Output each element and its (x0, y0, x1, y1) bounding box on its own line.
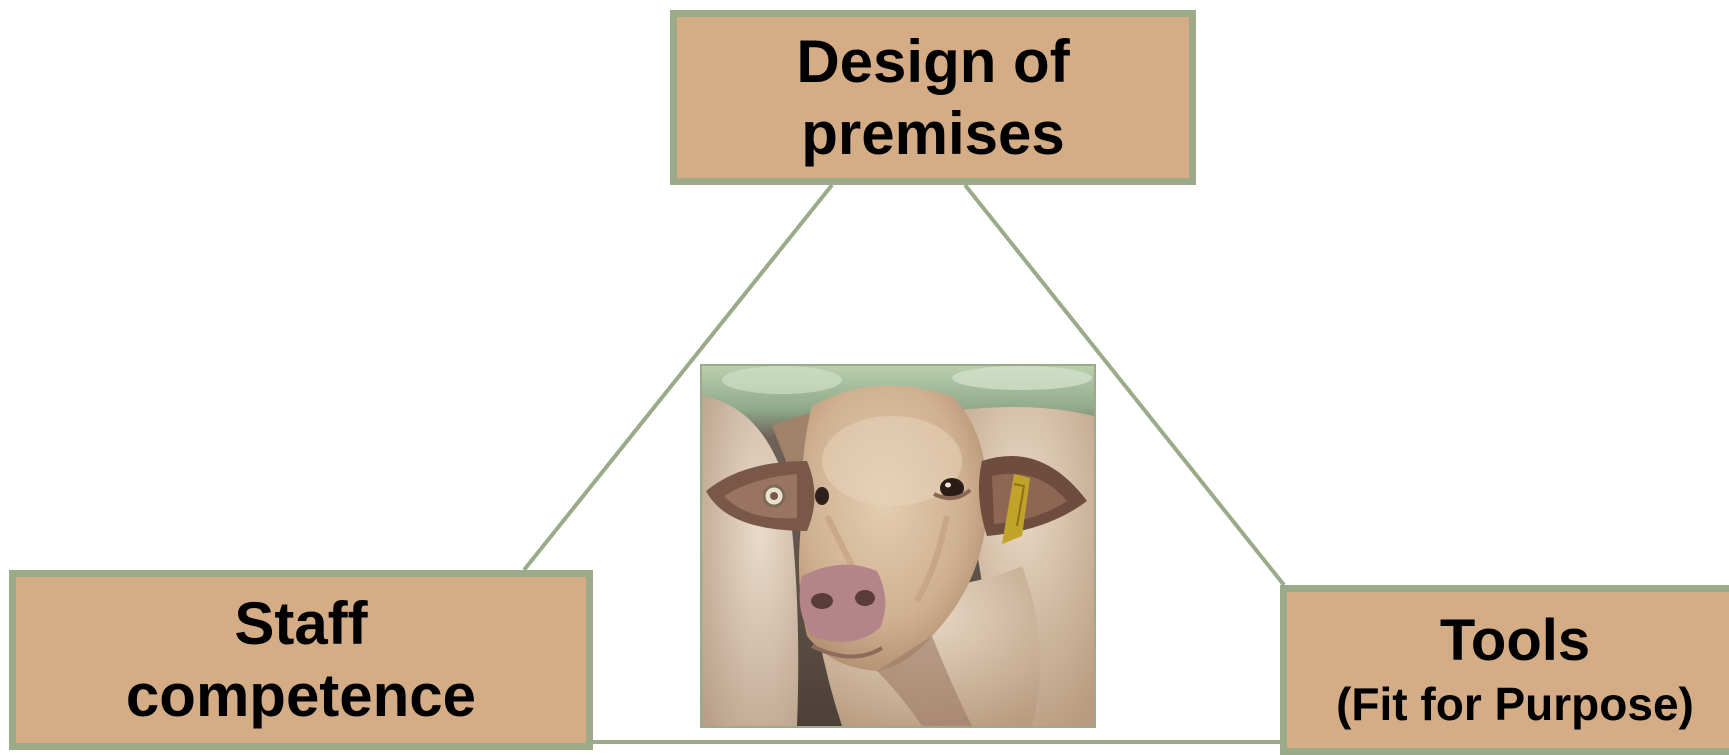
cattle-photo (700, 364, 1096, 728)
node-staff-competence: Staff competence (9, 570, 593, 750)
node-tools: Tools (Fit for Purpose) (1280, 585, 1729, 755)
node-staff-competence-line2: competence (125, 662, 477, 729)
node-tools-line2: (Fit for Purpose) (1336, 678, 1694, 730)
node-design-of-premises-line1: Design of (796, 27, 1070, 95)
node-design-of-premises-line2: premises (801, 99, 1065, 167)
connector-top-right (963, 183, 1286, 587)
node-design-of-premises: Design of premises (670, 10, 1196, 185)
node-staff-competence-line1: Staff (234, 590, 368, 657)
cattle-illustration (702, 366, 1094, 726)
connector-top-left (522, 183, 834, 572)
node-tools-line1: Tools (1439, 608, 1591, 673)
